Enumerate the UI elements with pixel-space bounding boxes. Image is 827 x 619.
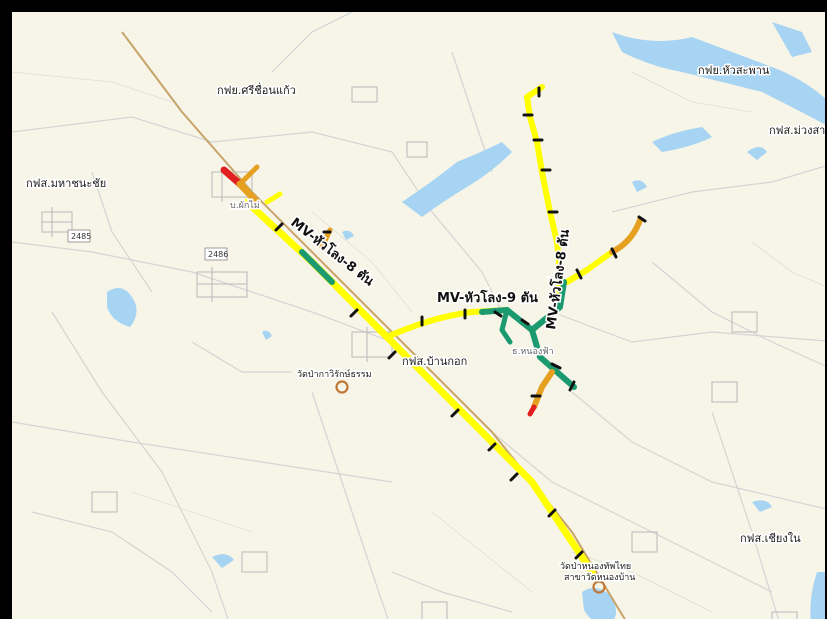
mv-line-yellow-short — [264, 191, 283, 205]
temple-marker-icon — [335, 380, 349, 394]
map-background — [12, 12, 825, 619]
place-label: สาขาวัดหนองบ้าน — [564, 572, 635, 583]
place-label: บ.ผักไม่ — [230, 200, 260, 211]
village-clusters — [41, 86, 798, 619]
place-label: กฟส.บ้านกอก — [402, 355, 467, 368]
road-shield-2486: 2486 — [204, 247, 228, 261]
svg-text:2486: 2486 — [208, 250, 228, 259]
place-label: วัดป่ากาวิรักษ์ธรรม — [297, 368, 372, 380]
temple-marker-icon — [592, 580, 606, 594]
mv-line-green-down — [529, 327, 577, 390]
mv-line-orange-ne — [609, 217, 643, 255]
highway — [121, 31, 626, 619]
mv-line-orange-start — [236, 180, 261, 206]
road-shield-2485: 2485 — [67, 229, 91, 243]
mv-line-yellow-branch — [384, 307, 510, 340]
place-label: กฟส.เชียงใน — [740, 532, 801, 545]
place-label: วัดป่าหนองทัพไทย — [560, 561, 631, 572]
mv-line-red-tip — [527, 404, 537, 417]
mv-line-label: MV-หัวโลง-9 ตัน — [437, 289, 538, 306]
map-canvas[interactable]: 2485 2486 กฟย.ศรีชื่อนแก้ว กฟย.หัวสะพาน … — [12, 12, 827, 619]
place-label: กฟย.ศรีชื่อนแก้ว — [217, 82, 296, 97]
svg-text:2485: 2485 — [71, 232, 91, 241]
place-label: กฟย.หัวสะพาน — [698, 64, 770, 77]
water-bodies — [107, 22, 825, 619]
mv-line-orange-south — [531, 369, 555, 410]
mv-lines — [220, 84, 643, 576]
place-label: กฟส.ม่วงสามสิบ — [769, 124, 827, 137]
mv-line-green-main — [299, 249, 335, 285]
mv-line-yellow-ne — [564, 249, 615, 285]
place-label: กฟส.มหาชนะชัย — [26, 177, 106, 190]
mv-line-green-stub — [499, 307, 513, 345]
faint-roads — [12, 71, 825, 613]
mv-line-red-segment — [220, 166, 244, 188]
mv-line-yellow-north — [524, 84, 563, 310]
pole-ticks — [274, 86, 647, 560]
place-label: ธ.หนองฟ้า — [512, 346, 554, 357]
mv-line-orange-spur — [239, 164, 260, 185]
minor-roads — [12, 12, 825, 619]
